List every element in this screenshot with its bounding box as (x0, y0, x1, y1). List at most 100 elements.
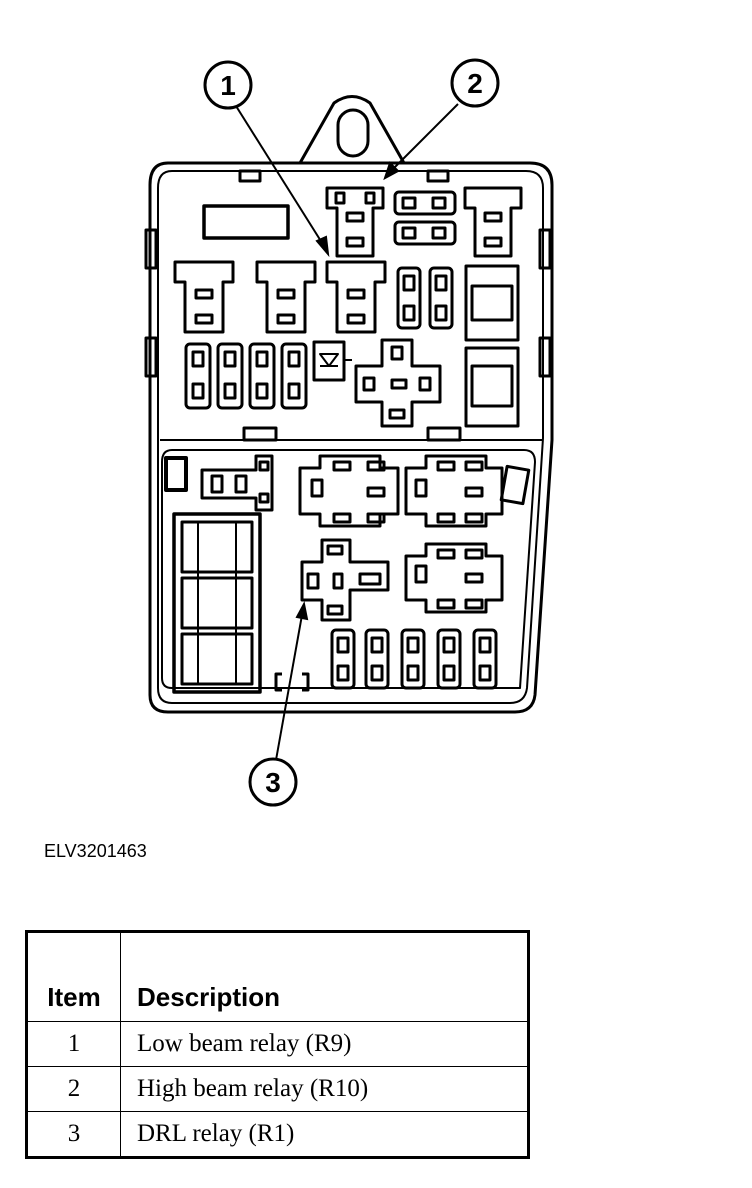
bottom-clip (426, 426, 462, 442)
relay-terminal (390, 378, 408, 390)
bracket-mark (274, 672, 282, 692)
fuse-blade (442, 636, 456, 654)
relay-terminal (418, 376, 432, 392)
relay-terminal (366, 512, 386, 524)
fuse-blade (406, 664, 420, 682)
relay-terminal (326, 544, 344, 556)
fuse-vertical (472, 628, 498, 690)
maxi-fuse (464, 264, 520, 342)
figure-id: ELV3201463 (44, 841, 147, 861)
fuse-blade (431, 196, 447, 210)
side-clip (538, 228, 552, 270)
fuse-box-diagram: 1 2 3 (144, 58, 554, 807)
relay-terminal (464, 486, 484, 498)
relay-terminal (194, 313, 214, 325)
relay-terminal (310, 478, 324, 498)
side-clip (144, 228, 158, 270)
callout-circle-2 (450, 58, 500, 108)
relay-terminal (194, 288, 214, 300)
fuse-vertical (400, 628, 426, 690)
fuse-vertical (364, 628, 390, 690)
fuse-vertical (428, 266, 454, 330)
fuse-blade (401, 226, 417, 240)
fuse-blade (223, 382, 237, 400)
top-clip (238, 169, 262, 183)
relay-cross (354, 338, 442, 428)
row-description: DRL relay (R1) (120, 1111, 529, 1158)
housing-inner-edge (157, 170, 544, 704)
fuse-box-housing (148, 161, 554, 714)
fuse-vertical (396, 266, 422, 330)
top-clip (426, 169, 450, 183)
label-plate (202, 204, 290, 240)
side-clip (144, 336, 158, 378)
fuse-blade (406, 636, 420, 654)
connector-pin (210, 474, 224, 494)
connector (200, 454, 274, 512)
connector-pin (234, 474, 248, 494)
relay-terminal (332, 572, 344, 590)
callout-label-1: 1 (220, 70, 236, 101)
bracket-mark (302, 672, 310, 692)
connector-pin (258, 460, 270, 472)
fuse-blade (442, 664, 456, 682)
legend-table: Item Description 1 Low beam relay (R9) 2… (25, 930, 530, 1159)
bottom-clip (242, 426, 278, 442)
relay-terminal (332, 512, 352, 524)
relay-terminal (414, 564, 428, 584)
relay-square (404, 454, 504, 528)
connector-pin (258, 492, 270, 504)
table-row: 1 Low beam relay (R9) (26, 1021, 529, 1067)
row-item: 3 (26, 1111, 121, 1158)
relay-terminal (483, 236, 503, 248)
maxi-fuse-window (470, 364, 514, 408)
fuse-blade (191, 382, 205, 400)
relay-high-beam (325, 186, 385, 258)
maxi-fuse (464, 346, 520, 428)
relay-square (404, 542, 504, 614)
relay-terminal (345, 211, 365, 223)
relay-terminal (346, 288, 366, 300)
relay-terminal (276, 288, 296, 300)
fuse-blade (336, 636, 350, 654)
fuse-blade (370, 664, 384, 682)
callout-circle-3 (248, 757, 298, 807)
mounting-tab (298, 95, 406, 164)
large-fuse-block (172, 512, 262, 694)
mini-fuse-horizontal (393, 190, 457, 216)
small-block (499, 464, 531, 506)
fuse-blade (287, 382, 301, 400)
fuse-cell (180, 576, 254, 630)
callout-label-2: 2 (467, 68, 483, 99)
leader-line-3 (275, 614, 303, 761)
relay-terminal (414, 478, 428, 498)
row-description: High beam relay (R10) (120, 1066, 529, 1112)
diode (312, 340, 346, 382)
row-description: Low beam relay (R9) (120, 1021, 529, 1067)
fuse-blade (223, 350, 237, 368)
leader-line-2 (391, 103, 459, 171)
callout-circle-1 (203, 60, 253, 110)
relay-terminal (276, 313, 296, 325)
row-item: 1 (26, 1021, 121, 1067)
table-row: 3 DRL relay (R1) (26, 1111, 529, 1158)
relay-terminal (464, 460, 484, 472)
table-header-row: Item Description (26, 931, 529, 1022)
mounting-slot (336, 108, 370, 158)
fuse-blade (191, 350, 205, 368)
fuse-blade (434, 304, 448, 322)
fuse-cell (180, 520, 254, 574)
lower-panel (161, 449, 536, 689)
fuse-blade (287, 350, 301, 368)
relay-terminal (366, 486, 386, 498)
fuse-blade (402, 274, 416, 292)
relay-terminal (332, 460, 352, 472)
fuse-blade (370, 636, 384, 654)
fuse-blade (255, 350, 269, 368)
relay-terminal (364, 191, 376, 205)
relay-square (298, 454, 400, 528)
arrowhead-1 (315, 235, 330, 258)
relay (463, 186, 523, 258)
relay-terminal (436, 512, 456, 524)
fuse-vertical (280, 342, 308, 410)
